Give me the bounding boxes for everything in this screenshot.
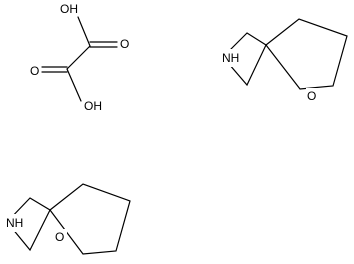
label-nh: NH: [222, 51, 239, 65]
label-oh-top: OH: [60, 2, 78, 16]
label-o-top: O: [120, 37, 129, 51]
label-o: O: [55, 230, 64, 244]
atom-mask-nh: [5, 214, 31, 232]
atom-mask-o: [306, 88, 319, 106]
label-o-bottom: O: [30, 64, 39, 78]
spiro-compound-top: NH O: [221, 18, 348, 106]
atom-mask-o: [54, 229, 67, 247]
tetrahydrofuran-ring: [265, 18, 348, 90]
atom-mask-nh: [221, 49, 247, 67]
oxalic-acid: OH O O OH: [30, 2, 129, 113]
tetrahydrofuran-ring: [49, 183, 131, 255]
label-nh: NH: [6, 216, 23, 230]
bond-c-oh-top: [77, 16, 91, 47]
label-o: O: [307, 89, 316, 103]
spiro-compound-bottom: NH O: [5, 183, 131, 255]
bond-c-oh-bottom: [66, 68, 82, 102]
bond-c-c: [66, 45, 91, 70]
label-oh-bottom: OH: [84, 99, 102, 113]
